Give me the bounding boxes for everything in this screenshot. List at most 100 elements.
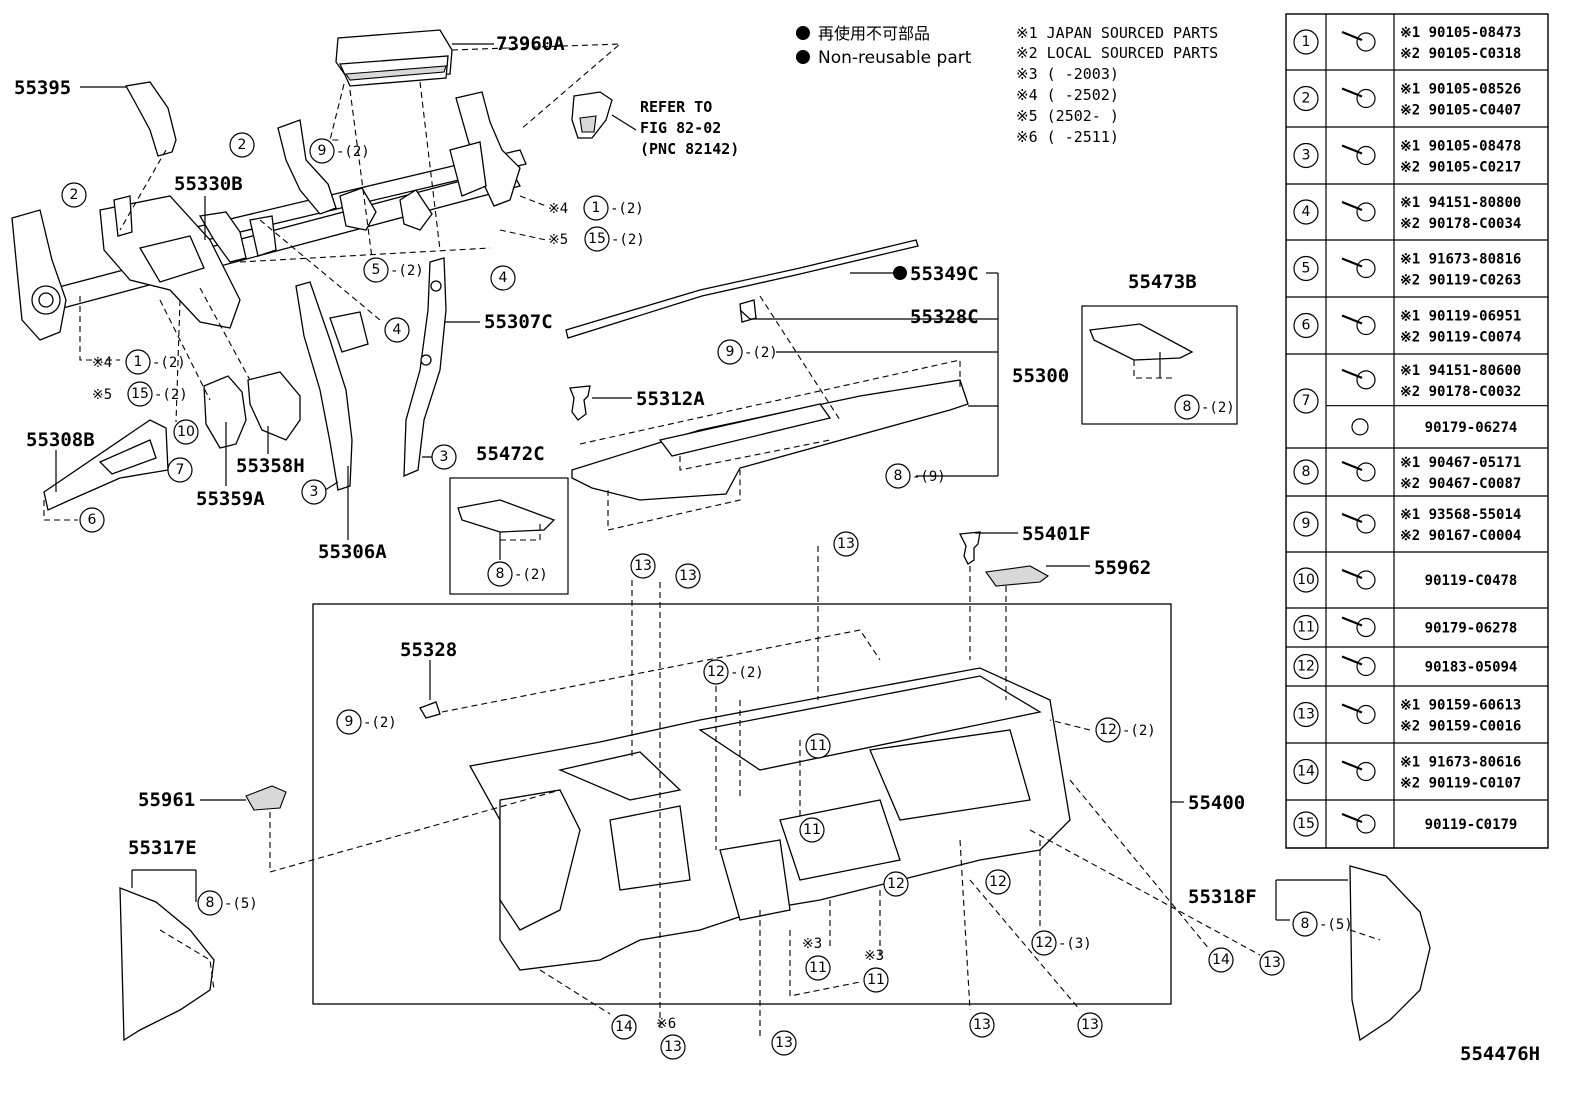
table-part-number: ※1 91673-80816: [1400, 252, 1521, 268]
fastener-icon: [1356, 315, 1376, 336]
table-number-badge: [1293, 511, 1319, 537]
label-55307C: 55307C: [484, 311, 553, 333]
table-number: 14: [1297, 764, 1315, 780]
table-part-number: 90183-05094: [1425, 660, 1518, 676]
table-part-number: 90179-06274: [1425, 420, 1518, 436]
svg-text:-(2): -(2): [1201, 400, 1235, 416]
fastener-icon: [1356, 202, 1376, 222]
label-55472C: 55472C: [476, 443, 545, 465]
svg-text:-(2): -(2): [744, 345, 778, 361]
table-part-number: ※1 90105-08473: [1400, 25, 1521, 41]
table-part-number: ※1 94151-80600: [1400, 363, 1521, 379]
svg-text:-(2): -(2): [1122, 723, 1156, 739]
label-55961: 55961: [138, 789, 195, 811]
airbag-drawing: [335, 29, 494, 87]
table-part-number: ※1 90467-05171: [1400, 455, 1521, 471]
label-55312A: 55312A: [636, 388, 705, 410]
svg-text:-(2): -(2): [611, 232, 645, 248]
table-number-badge: [1293, 29, 1319, 55]
svg-text:-(2): -(2): [152, 355, 186, 371]
svg-text:※5: ※5: [548, 232, 568, 248]
svg-text:※6: ※6: [656, 1016, 676, 1032]
svg-text:-(2): -(2): [390, 263, 424, 279]
svg-text:4: 4: [499, 270, 508, 286]
table-number: 1: [1302, 34, 1311, 50]
svg-text:8: 8: [496, 566, 505, 582]
svg-text:10: 10: [177, 424, 195, 440]
table-part-number: ※2 90105-C0407: [1400, 103, 1521, 119]
table-number-badge: [1293, 459, 1319, 485]
label-55359A: 55359A: [196, 488, 265, 510]
legend: 再使用不可部品 Non-reusable part: [796, 24, 972, 68]
svg-text:12: 12: [989, 874, 1007, 890]
svg-text:12: 12: [1035, 935, 1053, 951]
svg-text:9: 9: [726, 344, 735, 360]
label-55330B: 55330B: [174, 173, 243, 195]
table-number-badge: [1293, 614, 1319, 641]
fastener-icon: [1356, 656, 1376, 677]
fastener-icon: [1356, 704, 1376, 725]
table-part-number: ※2 90119-C0263: [1400, 273, 1521, 289]
svg-text:-(2): -(2): [336, 144, 370, 160]
panel-upper-drawing: [571, 299, 969, 501]
svg-text:13: 13: [1081, 1017, 1099, 1033]
svg-text:13: 13: [973, 1017, 991, 1033]
table-part-number: ※2 90105-C0318: [1400, 46, 1521, 62]
side-cover-right: [1349, 865, 1431, 1042]
svg-text:13: 13: [679, 568, 697, 584]
table-part-number: ※2 90119-C0107: [1400, 776, 1521, 792]
table-number: 7: [1302, 393, 1311, 409]
label-55349C: 55349C: [910, 263, 979, 285]
table-part-number: ※2 90159-C0016: [1400, 719, 1521, 735]
svg-text:12: 12: [1099, 722, 1117, 738]
svg-text:-(2): -(2): [730, 665, 764, 681]
svg-text:9: 9: [345, 714, 354, 730]
table-part-number: ※2 90167-C0004: [1400, 528, 1521, 544]
note-4: ※4 ( -2502): [1016, 86, 1119, 104]
fastener-icon: [1356, 145, 1376, 166]
svg-text:3: 3: [310, 484, 319, 500]
svg-text:1: 1: [134, 354, 143, 370]
label-55328C: 55328C: [910, 306, 979, 328]
svg-text:※4: ※4: [92, 355, 112, 371]
table-number: 3: [1302, 148, 1311, 164]
callouts: 9 -(2) 2 2 ※4 1 -(2) ※5 15 -(2) 5 -(2) 4…: [61, 132, 1353, 1060]
svg-text:-(9): -(9): [912, 469, 946, 485]
svg-text:※4: ※4: [548, 201, 568, 217]
svg-text:-(5): -(5): [1319, 917, 1353, 933]
svg-text:11: 11: [803, 822, 821, 838]
label-73960A: 73960A: [496, 33, 565, 55]
table-number: 9: [1302, 516, 1311, 532]
svg-text:11: 11: [809, 960, 827, 976]
svg-text:14: 14: [615, 1019, 633, 1035]
svg-text:7: 7: [176, 462, 185, 478]
table-part-number: ※2 90105-C0217: [1400, 160, 1521, 176]
svg-text:12: 12: [707, 664, 725, 680]
label-55306A: 55306A: [318, 541, 387, 563]
side-cover-left: [119, 887, 215, 1042]
svg-text:※5: ※5: [92, 387, 112, 403]
table-number: 13: [1297, 707, 1315, 723]
svg-text:4: 4: [393, 322, 402, 338]
table-number: 2: [1302, 91, 1311, 107]
svg-text:13: 13: [1263, 955, 1281, 971]
instrument-panel-drawing: [468, 667, 1071, 971]
svg-text:15: 15: [588, 231, 606, 247]
table-part-number: 90119-C0179: [1425, 817, 1518, 833]
table-number-badge: [1293, 653, 1319, 680]
table-number-badge: [1293, 312, 1319, 339]
table-number: 15: [1297, 816, 1315, 832]
svg-text:11: 11: [867, 972, 885, 988]
table-number: 4: [1302, 204, 1311, 220]
part-labels: 73960A 55395 55330B 55349C 55328C 55300 …: [14, 33, 1540, 1065]
reinforcement-assembly-drawing: [11, 81, 527, 511]
refer-line-3: (PNC 82142): [640, 140, 739, 158]
svg-text:※3: ※3: [802, 936, 822, 952]
panel-box: [312, 603, 1172, 1005]
fastener-icon: [1356, 370, 1376, 390]
fastener-icon: [1356, 258, 1376, 279]
svg-text:9: 9: [318, 143, 327, 159]
label-55328: 55328: [400, 639, 457, 661]
